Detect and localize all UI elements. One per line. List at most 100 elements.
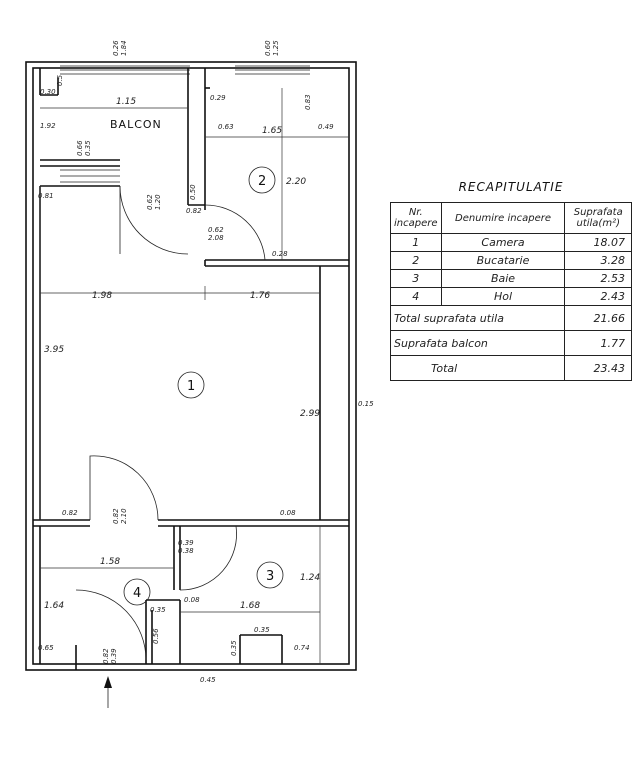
dim-label: 0.65 bbox=[38, 644, 54, 652]
dim-label: 0.08 bbox=[280, 509, 296, 517]
dim-label: 0.39 bbox=[110, 648, 118, 664]
dim-label: 2.08 bbox=[208, 234, 224, 242]
dim-label: 1.76 bbox=[250, 291, 270, 301]
dim-label: 0.38 bbox=[178, 547, 194, 555]
room-number-3: 3 bbox=[266, 569, 274, 584]
dim-label: 0.60 bbox=[264, 40, 272, 56]
table-row: 3 Baie 2.53 bbox=[390, 269, 632, 288]
bath-door bbox=[179, 525, 237, 591]
dim-label: 0.82 bbox=[102, 648, 110, 664]
header-area: Suprafata utila(m²) bbox=[564, 202, 632, 234]
dim-label: 0.66 bbox=[76, 140, 84, 156]
header-nr: Nr. incapere bbox=[390, 202, 442, 234]
cell-name: Baie bbox=[440, 269, 566, 288]
room1-walls bbox=[39, 186, 321, 520]
dim-label: 2.10 bbox=[120, 508, 128, 524]
balcony-area-label: Suprafata balcon bbox=[389, 330, 566, 356]
table-row: 1 Camera 18.07 bbox=[390, 233, 632, 252]
dim-label: 1.65 bbox=[262, 126, 282, 136]
table-row: 2 Bucatarie 3.28 bbox=[390, 251, 632, 270]
cell-name: Hol bbox=[440, 287, 566, 306]
dim-label: 1.25 bbox=[272, 40, 280, 56]
dim-label: 1.98 bbox=[92, 291, 112, 301]
balcony-area-value: 1.77 bbox=[564, 330, 632, 356]
dim-label: 1.15 bbox=[116, 97, 136, 107]
dim-label: 1.20 bbox=[154, 194, 162, 210]
cell-area: 18.07 bbox=[564, 233, 632, 252]
dim-label: 3.95 bbox=[44, 345, 64, 355]
dim-label: 1.64 bbox=[44, 601, 64, 611]
cell-nr: 1 bbox=[390, 233, 442, 252]
room-number-1: 1 bbox=[187, 379, 195, 394]
cell-nr: 2 bbox=[390, 251, 442, 270]
cell-name: Camera bbox=[440, 233, 566, 252]
dim-label: 0.30 bbox=[40, 88, 56, 96]
dim-label: 0.62 bbox=[208, 226, 224, 234]
total-useful-label: Total suprafata utila bbox=[389, 305, 566, 331]
dim-label: 0.29 bbox=[210, 94, 226, 102]
room-number-2: 2 bbox=[258, 174, 266, 189]
balcony-door bbox=[119, 185, 189, 255]
entry-door bbox=[75, 589, 147, 661]
cell-area: 2.53 bbox=[564, 269, 632, 288]
dim-label: 0.35 bbox=[150, 606, 166, 614]
top-window-balcony bbox=[60, 61, 190, 75]
balcony-area-row: Suprafata balcon 1.77 bbox=[389, 330, 632, 356]
outer-walls bbox=[25, 61, 357, 671]
cell-area: 3.28 bbox=[564, 251, 632, 270]
dim-label: 1.68 bbox=[240, 601, 260, 611]
balcony-walls bbox=[39, 68, 206, 210]
total-row: Total 23.43 bbox=[389, 355, 632, 381]
dim-label: 0.81 bbox=[38, 192, 54, 200]
bath-notch bbox=[239, 634, 283, 664]
recap-table: Nr. incapere Denumire incapere Suprafata… bbox=[389, 202, 632, 381]
room-marker-4: 4 bbox=[123, 578, 151, 606]
dim-label: 0.15 bbox=[358, 400, 374, 408]
dim-label: 1.58 bbox=[100, 557, 120, 567]
dim-label: 1.24 bbox=[300, 573, 320, 583]
dim-label: 0.35 bbox=[84, 140, 92, 156]
floor-plan: BALCON 1 2 3 4 0.26 1.84 0.60 1.25 0.30 … bbox=[25, 40, 374, 708]
table-row: 4 Hol 2.43 bbox=[390, 287, 632, 306]
dim-label: 0.08 bbox=[184, 596, 200, 604]
dimension-labels: 0.26 1.84 0.60 1.25 0.30 0.5 1.15 1.92 0… bbox=[38, 40, 374, 684]
dim-label: 0.49 bbox=[318, 123, 334, 131]
kitchen-walls bbox=[204, 87, 349, 267]
dim-label: 0.56 bbox=[152, 628, 160, 644]
dim-label: 0.82 bbox=[186, 207, 202, 215]
room-marker-3: 3 bbox=[256, 561, 284, 589]
recap-header-row: Nr. incapere Denumire incapere Suprafata… bbox=[390, 202, 632, 234]
dim-label: 1.92 bbox=[40, 122, 56, 130]
hall-bath-walls bbox=[33, 519, 349, 670]
room-marker-1: 1 bbox=[177, 371, 205, 399]
dim-label: 0.28 bbox=[272, 250, 288, 258]
cell-nr: 3 bbox=[390, 269, 442, 288]
dim-label: 1.84 bbox=[120, 40, 128, 56]
dim-label: 0.83 bbox=[304, 94, 312, 110]
dim-label: 0.5 bbox=[56, 74, 64, 86]
header-name: Denumire incapere bbox=[440, 202, 566, 234]
dim-label: 2.20 bbox=[286, 177, 306, 187]
recap-title: RECAPITULATIE bbox=[458, 180, 564, 194]
dim-label: 0.35 bbox=[230, 640, 238, 656]
total-useful-value: 21.66 bbox=[564, 305, 632, 331]
dim-label: 0.39 bbox=[178, 539, 194, 547]
recap-panel: RECAPITULATIE Nr. incapere Denumire inca… bbox=[389, 180, 632, 381]
dim-label: 0.62 bbox=[146, 194, 154, 210]
dim-label: 0.45 bbox=[200, 676, 216, 684]
room-marker-2: 2 bbox=[248, 166, 276, 194]
top-window-kitchen bbox=[235, 61, 310, 75]
cell-name: Bucatarie bbox=[440, 251, 566, 270]
kitchen-door bbox=[204, 204, 266, 261]
dim-label: 0.74 bbox=[294, 644, 310, 652]
dim-label: 0.26 bbox=[112, 40, 120, 56]
dim-label: 2.99 bbox=[300, 409, 320, 419]
dim-label: 0.50 bbox=[189, 184, 197, 200]
cell-area: 2.43 bbox=[564, 287, 632, 306]
hall-door bbox=[89, 455, 159, 521]
cell-nr: 4 bbox=[390, 287, 442, 306]
total-label: Total bbox=[389, 355, 566, 381]
dim-label: 0.35 bbox=[254, 626, 270, 634]
dim-label: 0.63 bbox=[218, 123, 234, 131]
dim-label: 0.82 bbox=[112, 508, 120, 524]
